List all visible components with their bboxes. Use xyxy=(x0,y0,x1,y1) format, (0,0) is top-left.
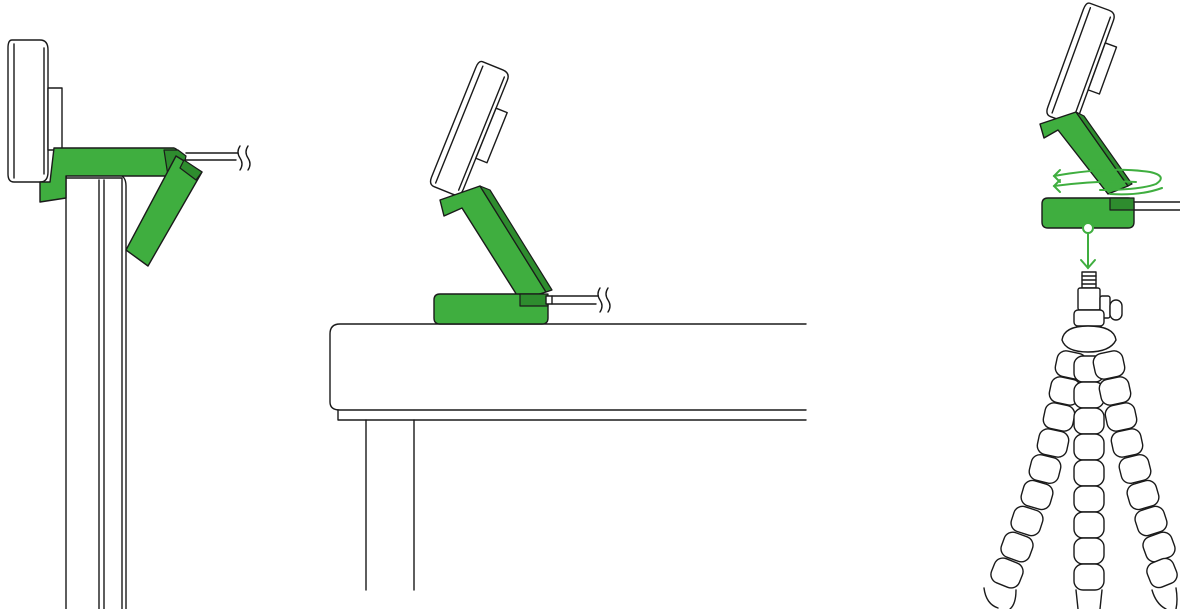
webcam-head xyxy=(1046,2,1118,125)
cable-break-icon xyxy=(237,145,243,171)
tripod-leg-left xyxy=(983,350,1088,609)
cable-break-icon xyxy=(597,287,603,313)
down-arrow-icon xyxy=(1080,222,1096,270)
cable xyxy=(1133,201,1180,211)
tripod-head xyxy=(1061,271,1123,353)
cable xyxy=(545,287,611,313)
panel-desk-stand xyxy=(329,60,807,591)
cable xyxy=(185,145,251,171)
monitor xyxy=(65,173,127,609)
tripod-leg-center xyxy=(1073,355,1105,609)
rotate-arrows-icon xyxy=(1052,168,1163,196)
panel-tripod-mount xyxy=(983,2,1180,609)
panel-monitor-mount xyxy=(7,39,251,609)
webcam-head xyxy=(429,60,509,196)
tripod-leg-right xyxy=(1092,350,1178,609)
desk xyxy=(329,323,807,591)
